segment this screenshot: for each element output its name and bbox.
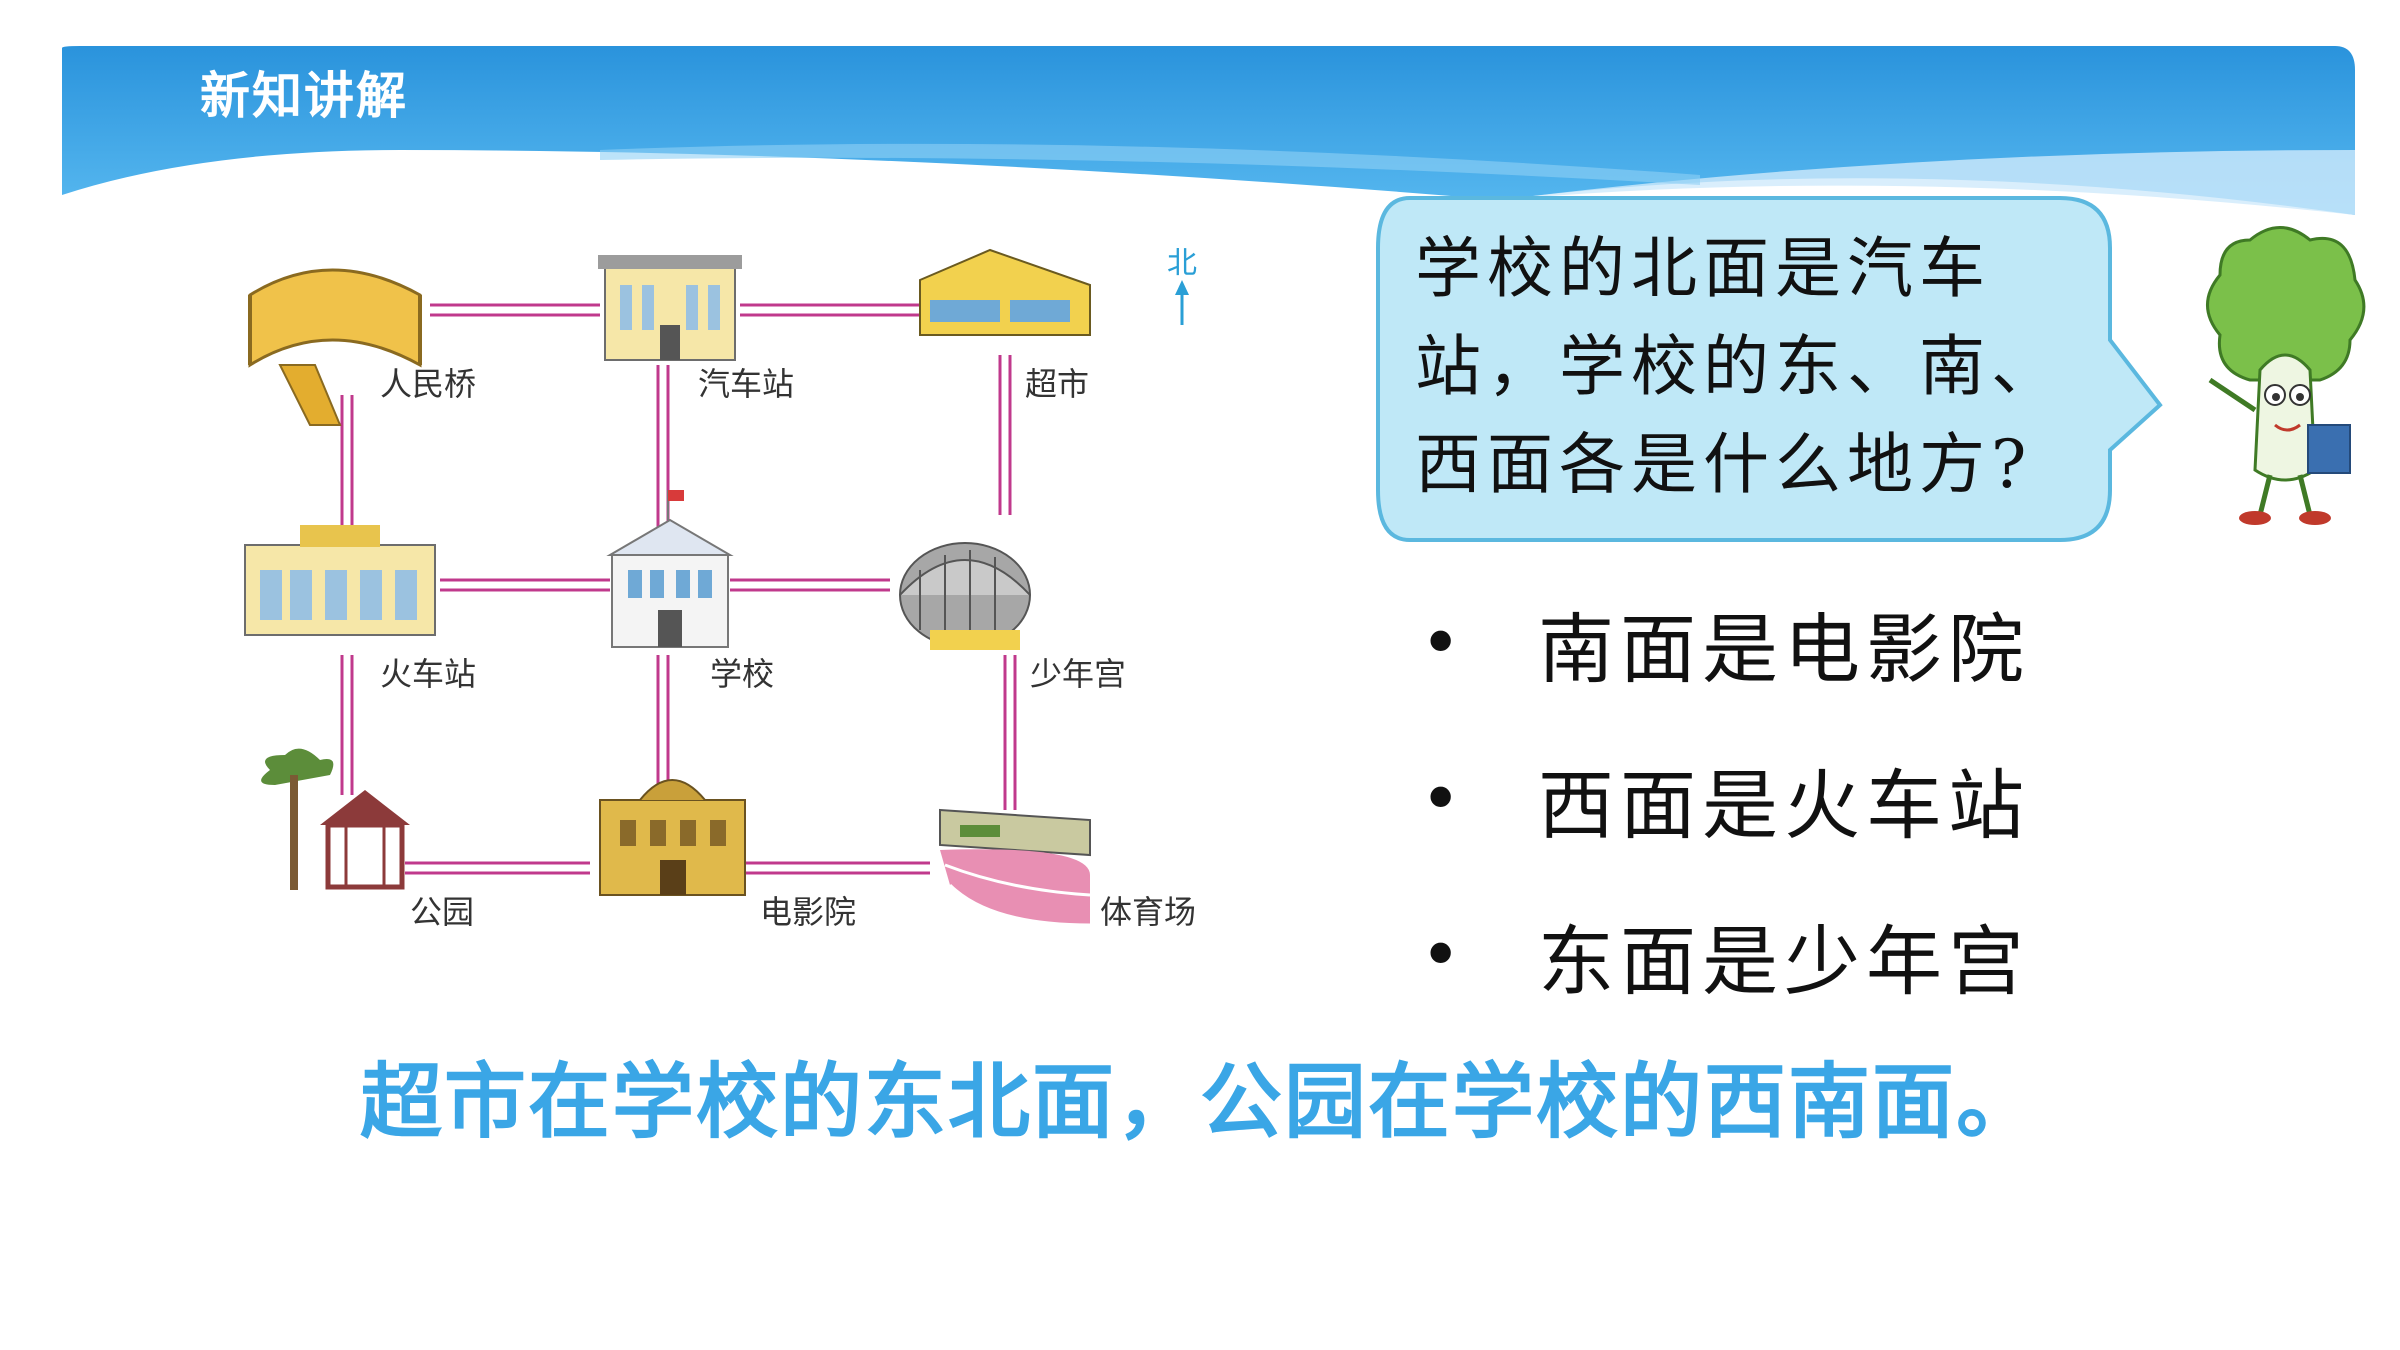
direction-map: 北 人民桥 汽车站 超市 火车站 — [244, 246, 1197, 931]
train-station-icon — [244, 525, 436, 636]
supermarket-icon — [919, 248, 1091, 336]
speech-bubble — [1376, 196, 2163, 542]
label-bus-station: 汽车站 — [698, 365, 794, 403]
bullet-icon: • — [1420, 602, 1468, 684]
list-item: • 西面是火车站 — [1400, 721, 2160, 877]
bullet-icon: • — [1420, 914, 1468, 996]
label-youth-palace: 少年宫 — [1030, 655, 1126, 693]
stadium-icon — [939, 808, 1091, 927]
north-label: 北 — [1167, 246, 1197, 281]
park-icon — [261, 748, 410, 890]
label-park: 公园 — [410, 893, 474, 931]
header-band — [62, 46, 2355, 215]
header-title: 新知讲解 — [200, 67, 408, 125]
bus-station-icon — [598, 255, 742, 361]
bubble-question: 学校的北面是汽车 站，学校的东、南、 西面各是什么地方? — [1415, 220, 2135, 514]
answer-text: 东面是少年宫 — [1538, 917, 2030, 1006]
list-item: • 南面是电影院 — [1400, 565, 2160, 721]
label-stadium: 体育场 — [1100, 893, 1196, 931]
youth-palace-icon — [899, 542, 1031, 650]
label-train-station: 火车站 — [380, 655, 476, 693]
list-item: • 东面是少年宫 — [1400, 877, 2160, 1033]
bubble-line: 学校的北面是汽车 — [1415, 230, 1991, 307]
label-school: 学校 — [710, 655, 774, 693]
roads — [340, 303, 1017, 875]
cinema-icon — [599, 779, 746, 896]
bubble-line: 站，学校的东、南、 — [1415, 328, 2063, 405]
answer-text: 西面是火车站 — [1538, 761, 2030, 850]
answer-text: 南面是电影院 — [1538, 605, 2030, 694]
cabbage-mascot-icon — [2206, 226, 2366, 525]
bubble-line: 西面各是什么地方? — [1415, 426, 2033, 503]
label-cinema: 电影院 — [760, 893, 856, 931]
bullet-icon: • — [1420, 758, 1468, 840]
school-icon — [606, 490, 734, 648]
label-supermarket: 超市 — [1025, 365, 1089, 403]
label-bridge: 人民桥 — [380, 365, 476, 403]
answer-list: • 南面是电影院 • 西面是火车站 • 东面是少年宫 — [1400, 565, 2160, 1033]
bridge-icon — [248, 268, 422, 426]
conclusion-text: 超市在学校的东北面，公园在学校的西南面。 — [359, 1055, 2040, 1150]
